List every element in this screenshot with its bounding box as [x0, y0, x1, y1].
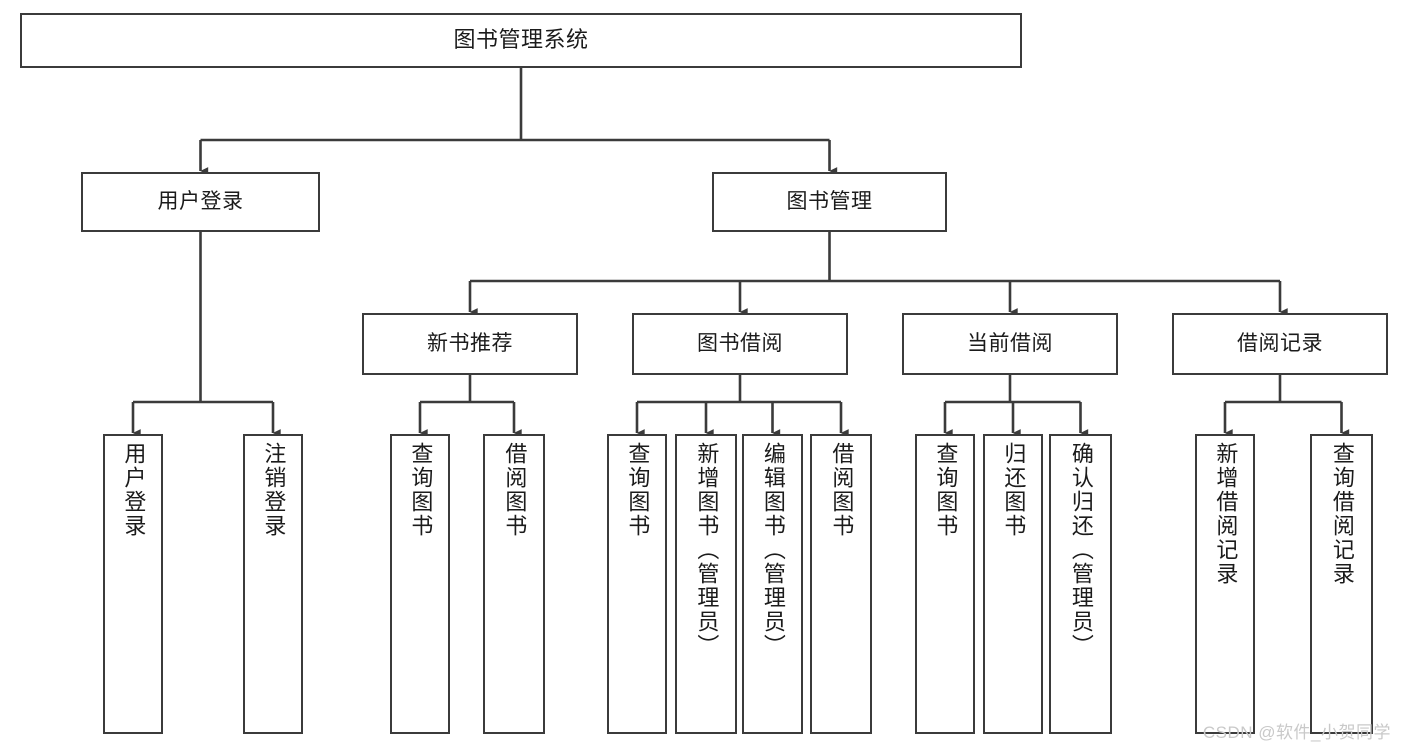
node-leaf-query-book-rec[interactable]: 查询图书: [390, 434, 450, 734]
node-leaf-query-book-current[interactable]: 查询图书: [915, 434, 975, 734]
node-leaf-edit-book[interactable]: 编辑图书（管理员）: [742, 434, 803, 734]
node-leaf-query-book-borrow[interactable]: 查询图书: [607, 434, 667, 734]
node-book-management[interactable]: 图书管理: [712, 172, 947, 232]
node-leaf-add-borrow-record[interactable]: 新增借阅记录: [1195, 434, 1255, 734]
node-leaf-confirm-return[interactable]: 确认归还（管理员）: [1049, 434, 1112, 734]
node-label: 用户登录: [157, 190, 244, 214]
node-current-borrow[interactable]: 当前借阅: [902, 313, 1118, 375]
node-leaf-borrow-book-rec[interactable]: 借阅图书: [483, 434, 545, 734]
node-new-book-recommend[interactable]: 新书推荐: [362, 313, 578, 375]
node-leaf-add-book[interactable]: 新增图书（管理员）: [675, 434, 737, 734]
watermark: CSDN @软件_小贺同学: [1202, 723, 1391, 742]
node-label: 查询借阅记录: [1329, 442, 1355, 586]
node-label: 新增图书（管理员）: [694, 442, 720, 658]
node-leaf-user-login[interactable]: 用户登录: [103, 434, 163, 734]
node-user-login[interactable]: 用户登录: [81, 172, 320, 232]
node-label: 新增借阅记录: [1213, 442, 1239, 586]
node-label: 新书推荐: [427, 332, 513, 356]
node-label: 归还图书: [1001, 442, 1027, 538]
node-label: 编辑图书（管理员）: [760, 442, 786, 658]
node-leaf-borrow-book[interactable]: 借阅图书: [810, 434, 872, 734]
node-label: 借阅图书: [502, 442, 528, 538]
node-label: 图书借阅: [697, 332, 783, 356]
node-label: 当前借阅: [967, 332, 1053, 356]
node-root-system[interactable]: 图书管理系统: [20, 13, 1022, 68]
node-book-borrow[interactable]: 图书借阅: [632, 313, 848, 375]
node-leaf-query-borrow-record[interactable]: 查询借阅记录: [1310, 434, 1373, 734]
node-leaf-logout[interactable]: 注销登录: [243, 434, 303, 734]
node-borrow-record[interactable]: 借阅记录: [1172, 313, 1388, 375]
node-label: 注销登录: [261, 442, 287, 538]
node-label: 查询图书: [933, 442, 959, 538]
node-label: 确认归还（管理员）: [1068, 442, 1094, 658]
node-label: 借阅图书: [829, 442, 855, 538]
node-label: 图书管理系统: [453, 27, 589, 53]
node-leaf-return-book[interactable]: 归还图书: [983, 434, 1043, 734]
node-label: 借阅记录: [1237, 332, 1323, 356]
node-label: 查询图书: [625, 442, 651, 538]
node-label: 用户登录: [121, 442, 147, 538]
node-label: 图书管理: [786, 190, 873, 214]
node-label: 查询图书: [408, 442, 434, 538]
